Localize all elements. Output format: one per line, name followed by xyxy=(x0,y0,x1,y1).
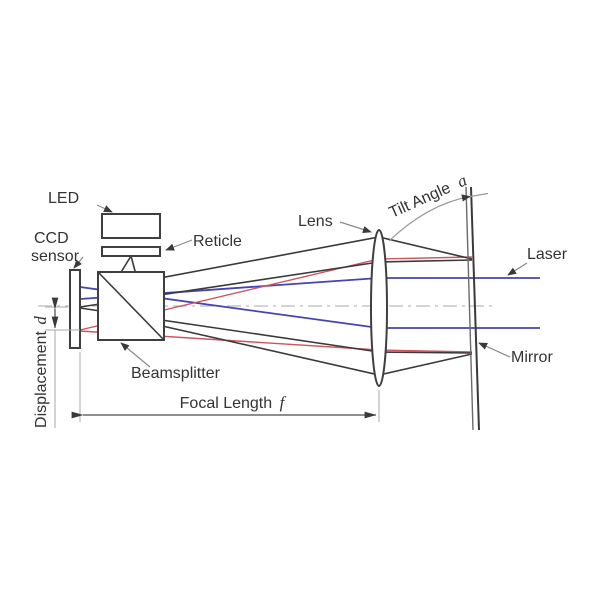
lens-label: Lens xyxy=(298,213,333,230)
led-label: LED xyxy=(48,190,79,207)
tilt-angle-arc xyxy=(388,194,471,242)
ccd-sensor-label-line1: CCD xyxy=(34,230,69,247)
mirror-leader xyxy=(478,342,511,358)
beamsplitter-diagonal xyxy=(97,271,165,341)
beamsplitter-label: Beamsplitter xyxy=(131,365,221,382)
focal-length-text: Focal Length xyxy=(180,395,273,412)
mirror-body xyxy=(470,186,480,431)
reticle-leader xyxy=(165,239,193,251)
lens-leader xyxy=(339,221,372,233)
displacement-symbol: d xyxy=(31,316,50,325)
mirror-label: Mirror xyxy=(511,349,553,366)
laser-label: Laser xyxy=(527,246,568,263)
ccd-leader xyxy=(73,256,84,269)
reticle-body xyxy=(101,246,161,257)
mirror-normal-reference-line xyxy=(465,186,474,431)
focal-length-label: Focal Length f xyxy=(180,393,287,412)
displacement-text: Displacement xyxy=(33,330,50,427)
tilt-angle-symbol: a xyxy=(454,170,469,191)
tilt-angle-arc-tail xyxy=(469,192,489,198)
ccd-sensor-label-line2: sensor xyxy=(31,248,80,265)
tilt-angle-label: Tilt Angle a xyxy=(386,170,470,221)
tilt-angle-text: Tilt Angle xyxy=(387,180,454,222)
focal-length-symbol: f xyxy=(280,393,287,412)
laser-leader xyxy=(507,262,528,276)
beamsplitter-leader xyxy=(120,342,151,368)
reticle-label: Reticle xyxy=(193,233,242,250)
led-leader xyxy=(96,204,113,213)
ccd-sensor-body xyxy=(69,269,81,349)
lens-body xyxy=(370,229,388,387)
led-body xyxy=(101,213,161,239)
displacement-label: Displacement d xyxy=(31,316,50,428)
